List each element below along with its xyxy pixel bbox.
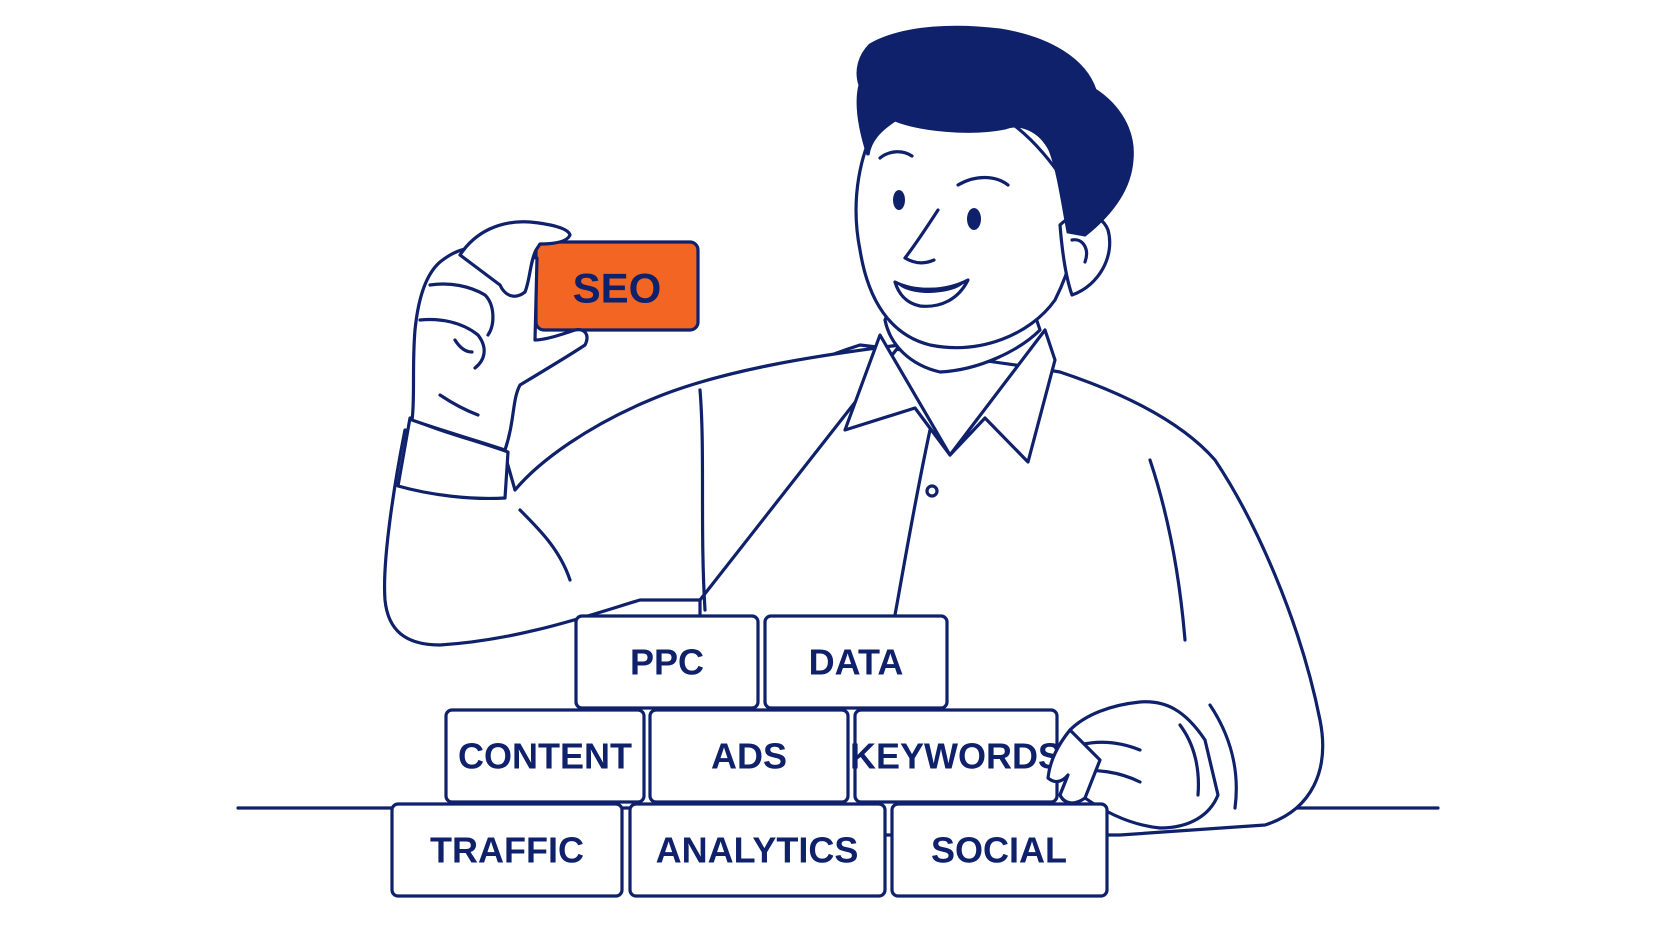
hand-thumb <box>458 220 572 298</box>
shirt-cuff-right <box>1208 703 1238 810</box>
resting-hand-finger <box>1178 723 1201 797</box>
block-keywords: KEYWORDS <box>850 708 1062 804</box>
seo-card: SEO <box>534 240 700 332</box>
shirt-collar <box>843 333 952 457</box>
block-ads: ADS <box>648 708 850 804</box>
block-label: ANALYTICS <box>656 830 859 871</box>
block-label: CONTENT <box>458 736 632 777</box>
right-eyebrow <box>956 175 1010 187</box>
block-traffic: TRAFFIC <box>390 802 624 898</box>
block-ppc: PPC <box>574 614 760 710</box>
ear-inner <box>1070 238 1089 264</box>
shirt-placket <box>893 428 932 617</box>
resting-hand-fingertips <box>1046 728 1102 805</box>
right-eye <box>967 208 981 230</box>
block-stack: PPC DATA CONTENT ADS KEYWORDS TRAFFIC AN… <box>390 614 1109 898</box>
raised-hand <box>410 220 589 452</box>
block-label: TRAFFIC <box>430 830 584 871</box>
shirt-button <box>925 484 939 498</box>
shirt-raised-sleeve <box>382 343 902 647</box>
hand-finger-line <box>418 317 486 370</box>
block-label: PPC <box>630 642 704 683</box>
block-label: KEYWORDS <box>850 736 1062 777</box>
hand-finger-line <box>453 338 474 354</box>
left-eyebrow <box>878 150 914 160</box>
block-label: DATA <box>809 642 904 683</box>
smile-mouth <box>897 281 966 293</box>
hand-knuckle-line <box>438 393 480 417</box>
hair-strand <box>864 44 878 70</box>
block-data: DATA <box>763 614 949 710</box>
left-eye <box>893 190 905 210</box>
block-analytics: ANALYTICS <box>628 802 887 898</box>
hair <box>856 25 1134 237</box>
hand-palm <box>410 246 589 452</box>
nose <box>903 208 940 265</box>
block-label: ADS <box>711 736 787 777</box>
seo-card-label: SEO <box>573 265 662 312</box>
block-label: SOCIAL <box>931 830 1067 871</box>
shirt-fold <box>1148 458 1187 642</box>
shirt-collar <box>948 328 1057 464</box>
hand-finger-line <box>428 282 495 337</box>
shirt-fold <box>698 388 707 612</box>
block-content: CONTENT <box>444 708 646 804</box>
shirt-fold <box>518 508 572 582</box>
resting-hand <box>1046 700 1238 830</box>
block-social: SOCIAL <box>890 802 1109 898</box>
